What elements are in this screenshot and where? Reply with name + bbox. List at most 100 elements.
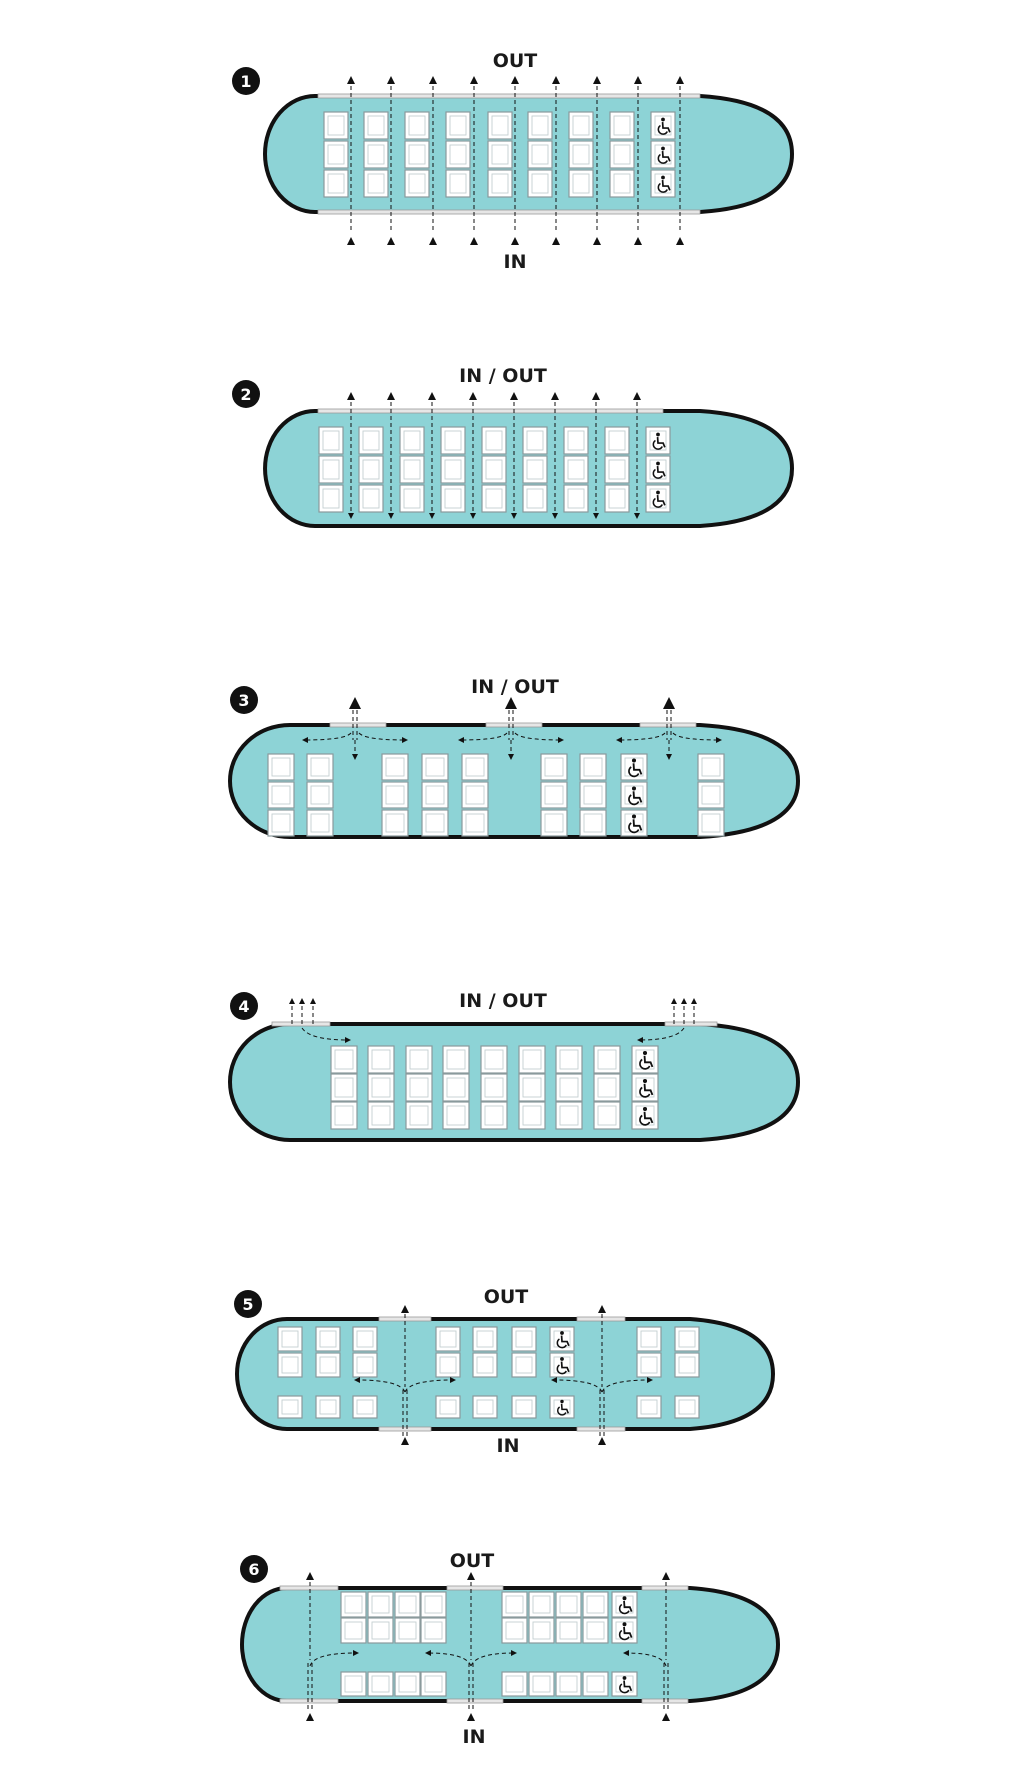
seat-cushion — [654, 173, 672, 194]
top-label: IN / OUT — [459, 990, 547, 1012]
seat-cushion — [701, 757, 721, 777]
top-label: IN / OUT — [459, 365, 547, 387]
wheelchair-wheel — [557, 1406, 567, 1416]
wheelchair-body — [643, 1055, 654, 1068]
layout-number: 3 — [238, 691, 249, 710]
wheelchair-body — [560, 1361, 570, 1373]
seat-cushion — [367, 173, 385, 194]
wheelchair-head — [642, 1106, 648, 1112]
seat-cushion — [476, 1330, 494, 1348]
seat-cushion — [559, 1049, 579, 1070]
wheelchair-icon — [652, 432, 666, 450]
layout-number: 4 — [238, 997, 249, 1016]
wheelchair-icon — [557, 1399, 570, 1416]
top-label: OUT — [450, 1550, 495, 1572]
wheelchair-body — [656, 437, 666, 448]
seat-cushion — [567, 488, 585, 509]
arrow-icon — [598, 1305, 606, 1313]
seat-cushion — [559, 1675, 578, 1693]
wheelchair-icon — [628, 814, 643, 834]
seat-cushion — [322, 430, 340, 451]
seat-cushion — [425, 757, 445, 777]
top-label: OUT — [484, 1286, 529, 1308]
wheelchair-wheel — [652, 497, 663, 508]
layout-4: 4 IN / OUT — [228, 990, 800, 1142]
door — [317, 93, 701, 99]
seat — [277, 1395, 303, 1419]
arrow-icon — [387, 392, 395, 400]
wheelchair-wheel — [618, 1629, 630, 1641]
seat-cushion — [608, 488, 626, 509]
layout-3: 3 IN / OUT — [228, 676, 800, 839]
seat — [472, 1395, 498, 1419]
arrow-icon — [387, 237, 395, 245]
seat-cushion — [476, 1399, 494, 1415]
wheelchair-icon — [652, 461, 666, 479]
arrow-icon — [691, 998, 697, 1004]
flow-path — [514, 732, 564, 743]
door — [641, 1585, 689, 1591]
wheelchair-body — [643, 1111, 654, 1124]
arrow-icon — [401, 1305, 409, 1313]
wheelchair-icon — [639, 1078, 654, 1098]
seat-cushion — [356, 1399, 374, 1415]
seat-cushion — [567, 430, 585, 451]
wheelchair-head — [656, 490, 660, 495]
door — [329, 722, 387, 728]
wheelchair-icon — [556, 1331, 570, 1349]
wheelchair-icon — [619, 1676, 633, 1694]
wheelchair-head — [631, 758, 637, 763]
seat-cushion — [439, 1356, 457, 1374]
wheelchair-icon — [628, 758, 643, 778]
seat-cushion — [362, 430, 380, 451]
layout-number-badge: 5 — [234, 1290, 262, 1318]
arrow-icon — [552, 76, 560, 84]
seat-cushion — [310, 813, 330, 833]
layout-number-badge: 1 — [232, 67, 260, 95]
flow-path — [354, 1377, 406, 1393]
seat-cushion — [327, 115, 345, 136]
wheelchair-body — [623, 1680, 633, 1692]
wheelchair-icon — [652, 490, 666, 508]
seat-cushion — [465, 785, 485, 805]
seat-cushion — [654, 115, 672, 136]
deck-drawing — [263, 76, 794, 245]
wheelchair-wheel — [639, 1086, 651, 1098]
seat-cushion — [640, 1330, 658, 1348]
seat-cushion — [446, 1105, 466, 1126]
seat-cushion — [446, 1049, 466, 1070]
seat — [435, 1395, 461, 1419]
arrow-icon — [347, 237, 355, 245]
wheelchair-body — [643, 1083, 654, 1096]
seat-cushion — [319, 1356, 337, 1374]
seat-cushion — [701, 785, 721, 805]
seat-cushion — [484, 1105, 504, 1126]
seat-cushion — [559, 1077, 579, 1098]
wheelchair-wheel — [628, 822, 640, 834]
wheelchair-icon — [628, 786, 643, 806]
seat-cushion — [583, 813, 603, 833]
arrow-icon — [347, 76, 355, 84]
layout-number: 6 — [248, 1560, 259, 1579]
arrow-icon — [511, 76, 519, 84]
seat-cushion — [408, 115, 426, 136]
wheelchair-body — [656, 466, 666, 477]
wheelchair-wheel — [628, 766, 640, 778]
seat-cushion — [678, 1356, 696, 1374]
wheelchair-head — [656, 432, 660, 437]
bottom-label: IN — [497, 1435, 520, 1457]
seat-cushion — [531, 173, 549, 194]
layout-number-badge: 3 — [230, 686, 258, 714]
arrow-icon — [662, 1713, 670, 1721]
seat-cushion — [398, 1595, 417, 1614]
seat-cushion — [449, 115, 467, 136]
wheelchair-wheel — [628, 794, 640, 806]
flow-path — [425, 1650, 472, 1667]
seat-cushion — [444, 488, 462, 509]
seat-cushion — [491, 115, 509, 136]
seat-cushion — [654, 144, 672, 165]
arrow-icon — [593, 237, 601, 245]
seat-cushion — [597, 1077, 617, 1098]
wheelchair-body — [623, 1600, 633, 1612]
door — [576, 1316, 626, 1322]
